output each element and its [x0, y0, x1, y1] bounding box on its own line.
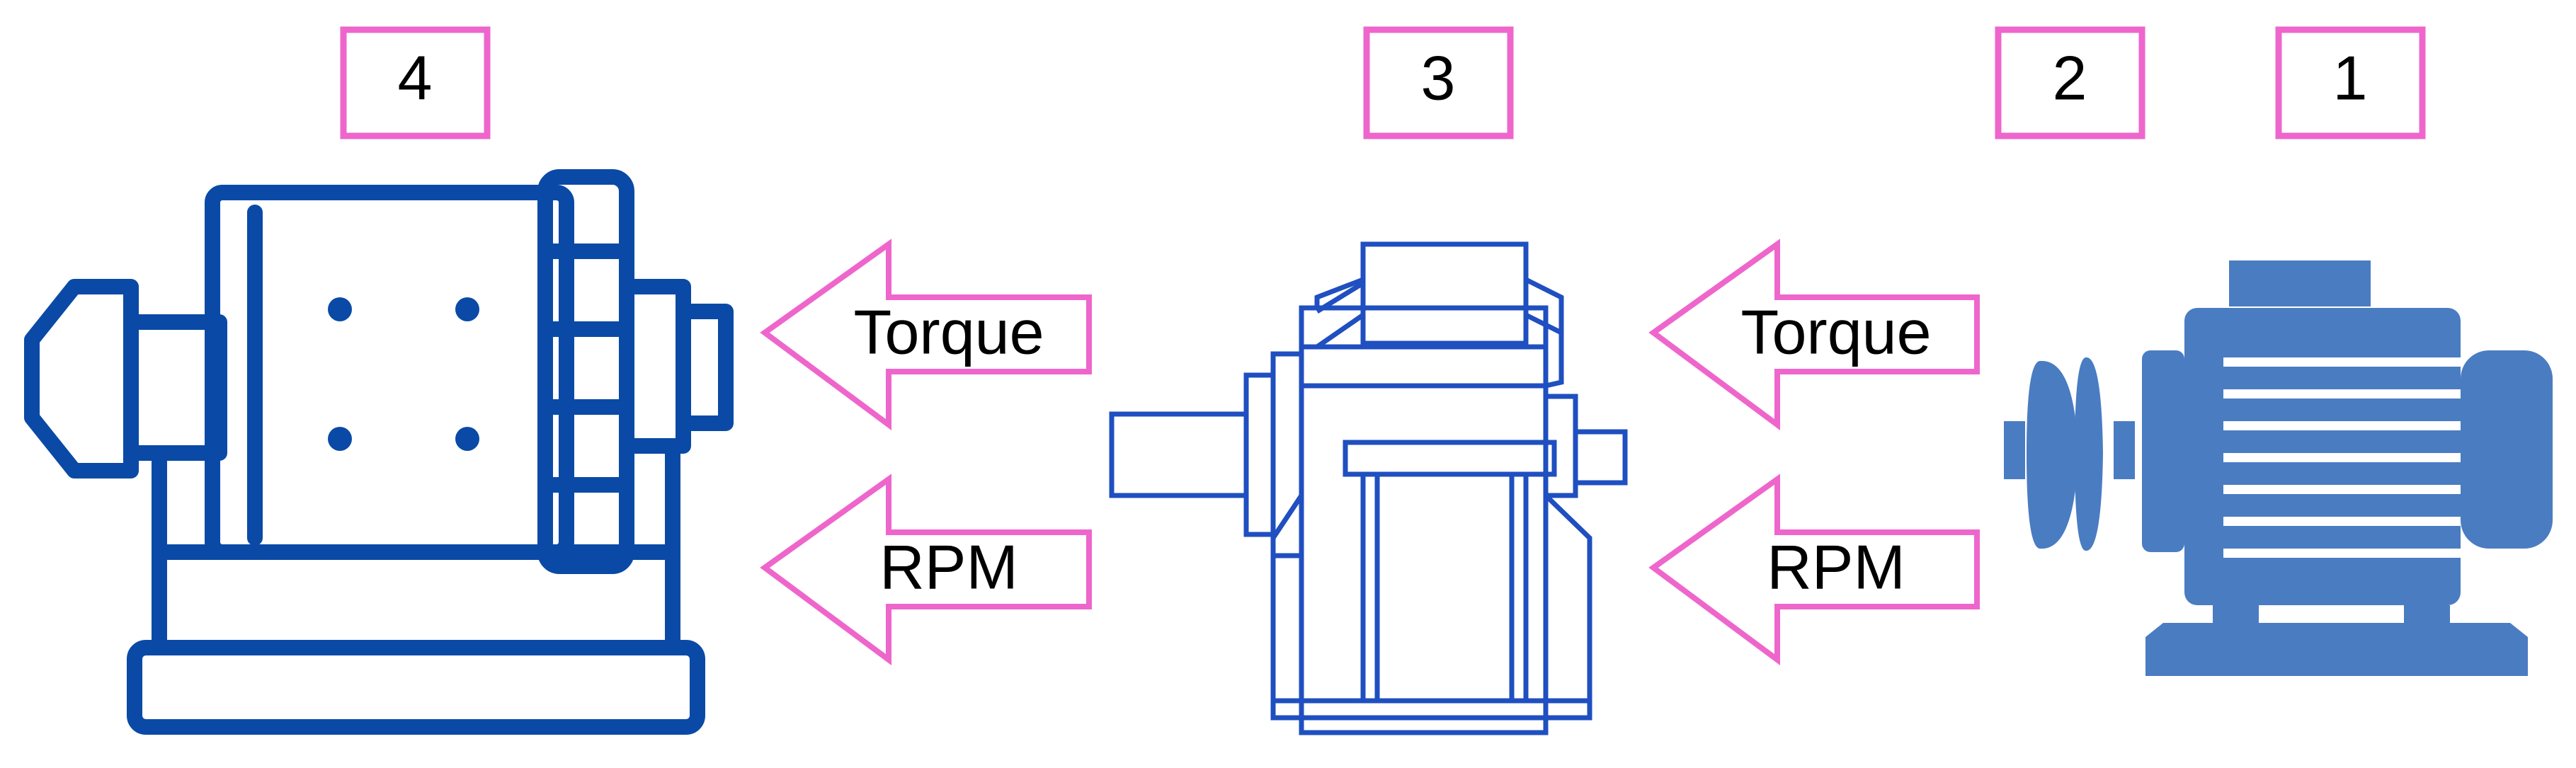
rotary-machine-dots — [328, 297, 479, 451]
gearbox-icon — [1109, 241, 1628, 735]
label-3-text: 3 — [1421, 42, 1456, 113]
label-2-text: 2 — [2053, 42, 2087, 113]
arrow-torque-left: Torque — [760, 239, 1092, 430]
electric-motor-icon — [2004, 260, 2553, 676]
label-box-4: 4 — [340, 26, 491, 139]
label-box-1: 1 — [2275, 26, 2426, 139]
arrow-rpm-left-label: RPM — [879, 532, 1018, 602]
arrow-rpm-right-label: RPM — [1767, 532, 1905, 602]
arrow-torque-left-label: Torque — [853, 297, 1044, 367]
label-4-text: 4 — [398, 42, 433, 113]
arrow-rpm-left: RPM — [760, 474, 1092, 665]
arrow-torque-right: Torque — [1648, 239, 1980, 430]
arrow-torque-right-label: Torque — [1740, 297, 1931, 367]
rotary-machine-icon — [24, 169, 734, 735]
label-box-3: 3 — [1363, 26, 1514, 139]
arrow-rpm-right: RPM — [1648, 474, 1980, 665]
motor-cooling-fins — [2223, 357, 2461, 558]
label-box-2: 2 — [1995, 26, 2145, 139]
label-1-text: 1 — [2333, 42, 2368, 113]
